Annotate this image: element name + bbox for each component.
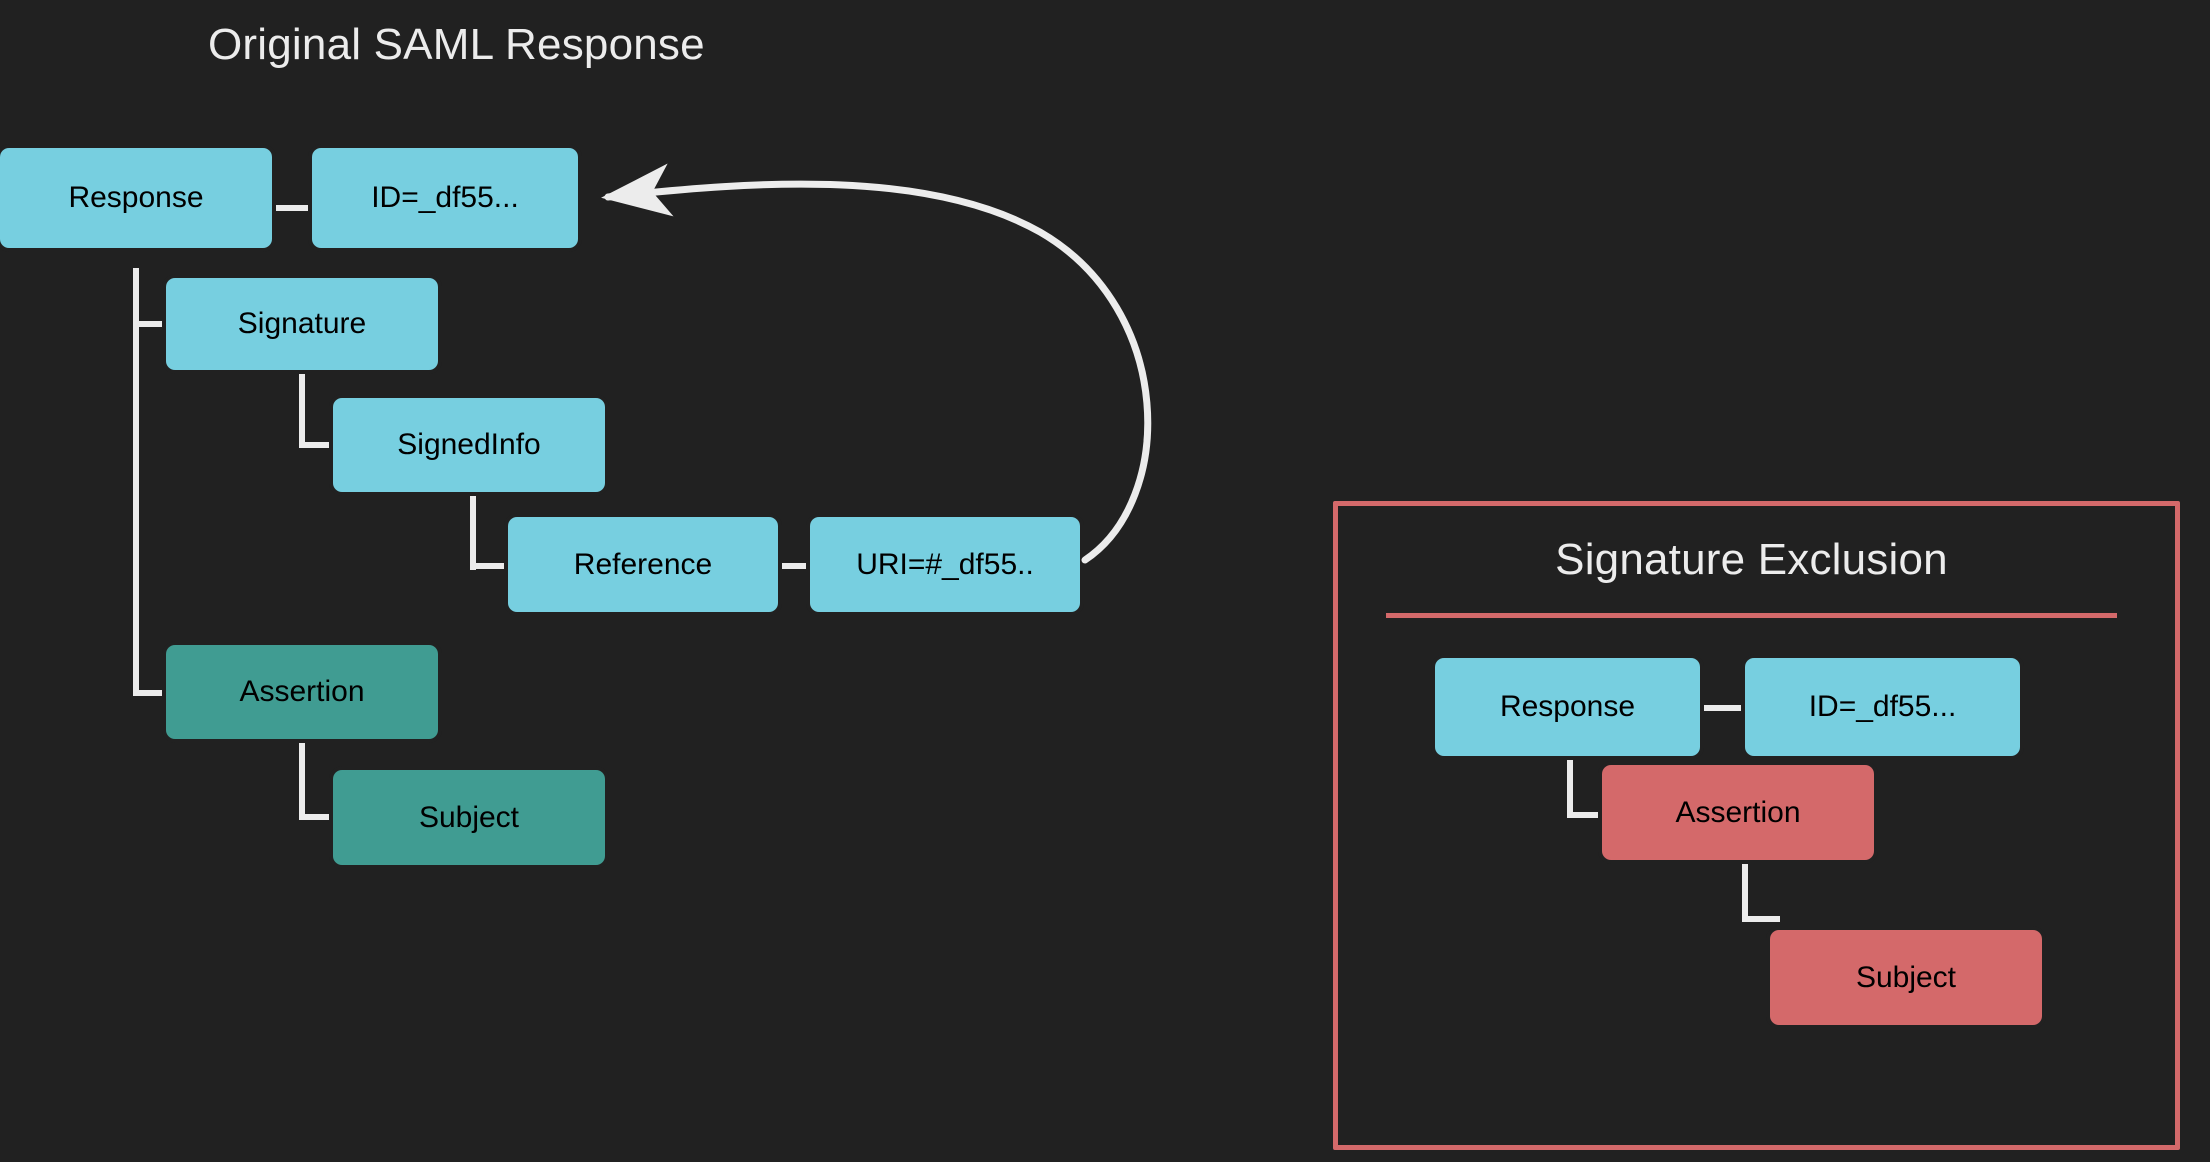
left-diagram-title: Original SAML Response (208, 20, 705, 69)
node-subject[interactable]: Subject (333, 770, 605, 865)
edge-panel-response-to-id (1700, 705, 1745, 711)
edge-assertion-down (299, 742, 305, 820)
edge-panel-assertion-to-subject (1742, 916, 1780, 922)
edge-response-trunk (133, 268, 139, 696)
panel-node-subject[interactable]: Subject (1770, 930, 2042, 1025)
node-signedinfo[interactable]: SignedInfo (333, 398, 605, 492)
panel-node-response[interactable]: Response (1435, 658, 1700, 756)
edge-panel-assertion-down (1742, 860, 1748, 922)
panel-node-id-attribute[interactable]: ID=_df55... (1745, 658, 2020, 756)
panel-title-divider (1386, 613, 2117, 618)
edge-signature-down (299, 370, 305, 448)
edge-signature-to-signedinfo (299, 442, 337, 448)
signature-exclusion-title: Signature Exclusion (1555, 535, 1948, 584)
edge-signedinfo-down (470, 492, 476, 570)
signature-exclusion-panel (1333, 501, 2180, 1150)
edge-reference-to-uri (778, 563, 810, 569)
node-signature[interactable]: Signature (166, 278, 438, 370)
panel-node-assertion[interactable]: Assertion (1602, 765, 1874, 860)
edge-panel-response-down (1567, 758, 1573, 818)
edge-response-to-id (272, 205, 314, 211)
edge-panel-response-to-assertion (1567, 812, 1612, 818)
edge-assertion-to-subject (299, 814, 337, 820)
node-uri-attribute[interactable]: URI=#_df55.. (810, 517, 1080, 612)
edge-trunk-to-assertion (133, 690, 170, 696)
node-assertion[interactable]: Assertion (166, 645, 438, 739)
edge-signedinfo-to-reference (470, 563, 512, 569)
node-reference[interactable]: Reference (508, 517, 778, 612)
node-id-attribute[interactable]: ID=_df55... (312, 148, 578, 248)
edge-trunk-to-signature (133, 321, 170, 327)
panel-title-wrapper: Signature Exclusion (1333, 535, 2170, 585)
node-response[interactable]: Response (0, 148, 272, 248)
